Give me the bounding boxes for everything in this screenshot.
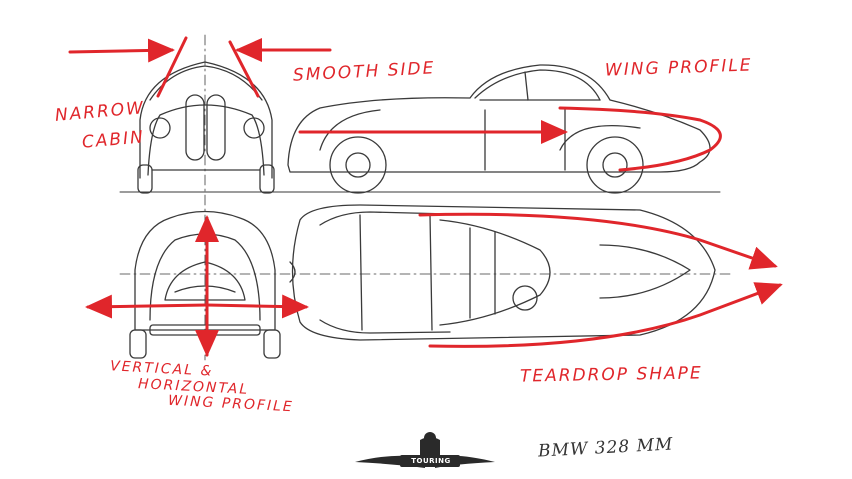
annotation-teardrop-shape: TEARDROP SHAPE bbox=[519, 363, 703, 387]
wing-profile-curve bbox=[558, 106, 722, 172]
arrow-horizontal-right bbox=[205, 294, 309, 319]
top-view-car bbox=[289, 204, 716, 341]
side-view-car bbox=[287, 64, 711, 194]
teardrop-curve-upper bbox=[418, 212, 778, 270]
arrow-horizontal-left bbox=[85, 294, 209, 319]
cabin-line-left bbox=[156, 36, 188, 98]
teardrop-curve-lower bbox=[428, 282, 783, 348]
logo-wordmark: TOURING bbox=[411, 457, 451, 465]
front-view-car bbox=[137, 61, 275, 194]
arrow-left-inward bbox=[68, 38, 175, 63]
cabin-line-right bbox=[228, 40, 260, 98]
touring-logo bbox=[355, 432, 495, 468]
